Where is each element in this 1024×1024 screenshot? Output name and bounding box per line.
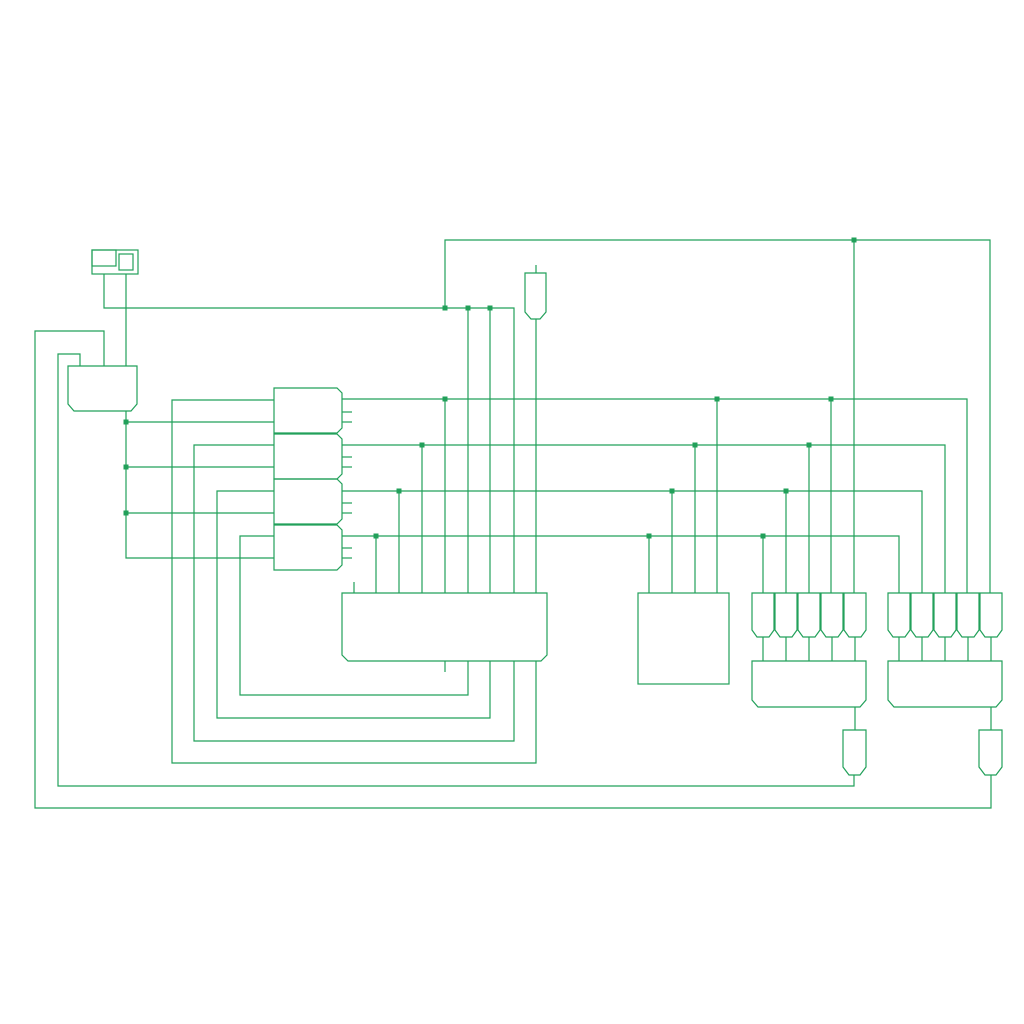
right-output-cell — [978, 729, 1003, 776]
right-gate-cell-3 — [933, 592, 957, 638]
right-gate-cell-1 — [887, 592, 911, 638]
junction-dot — [419, 442, 425, 448]
junction-dot — [806, 442, 812, 448]
input-header-left-cell — [91, 249, 117, 267]
junction-dot — [487, 305, 493, 311]
register-block-1 — [273, 387, 343, 434]
right-gate-cell-5 — [979, 592, 1003, 638]
top-bus — [103, 274, 515, 593]
junction-dot — [123, 464, 129, 470]
register-block-2 — [273, 433, 343, 480]
right-gate-cell-4 — [956, 592, 980, 638]
register-block-4 — [273, 524, 343, 571]
junction-dot — [646, 533, 652, 539]
top-loop-wire — [444, 239, 991, 593]
input-header-right-cell — [118, 253, 134, 271]
junctions — [123, 237, 857, 539]
outer-feedback-right — [34, 330, 992, 809]
junction-dot — [465, 305, 471, 311]
left-gate-cell-1 — [751, 592, 775, 638]
junction-dot — [851, 237, 857, 243]
loop-reg-1 — [171, 399, 537, 764]
left-combiner-block — [751, 660, 867, 708]
bus-1 — [342, 398, 968, 593]
bus-4 — [342, 535, 900, 593]
junction-dot — [123, 419, 129, 425]
junction-dot — [373, 533, 379, 539]
junction-dot — [396, 488, 402, 494]
loop-reg-2 — [193, 444, 515, 742]
control-trunk — [125, 411, 274, 559]
junction-dot — [692, 442, 698, 448]
junction-dot — [442, 305, 448, 311]
outer-feedback-left — [57, 353, 855, 787]
bus-3 — [342, 490, 923, 593]
left-gate-cell-2 — [774, 592, 798, 638]
loop-reg-4 — [239, 535, 469, 696]
wires — [34, 239, 992, 809]
junction-dot — [828, 396, 834, 402]
right-combiner-block — [887, 660, 1003, 708]
control-block — [67, 365, 138, 412]
junction-dot — [123, 510, 129, 516]
top-output-block — [524, 272, 547, 320]
register-block-3 — [273, 478, 343, 525]
loop-reg-3 — [216, 490, 491, 719]
junction-dot — [760, 533, 766, 539]
junction-dot — [783, 488, 789, 494]
square-block — [637, 592, 730, 685]
left-gate-cell-5 — [843, 592, 867, 638]
junction-dot — [442, 396, 448, 402]
components — [67, 249, 1003, 776]
junction-dot — [714, 396, 720, 402]
junction-dot — [669, 488, 675, 494]
bus-2 — [342, 444, 946, 593]
left-gate-cell-3 — [797, 592, 821, 638]
left-gate-cell-4 — [820, 592, 844, 638]
wide-block — [341, 592, 548, 662]
right-gate-cell-2 — [910, 592, 934, 638]
left-output-cell — [842, 729, 867, 776]
